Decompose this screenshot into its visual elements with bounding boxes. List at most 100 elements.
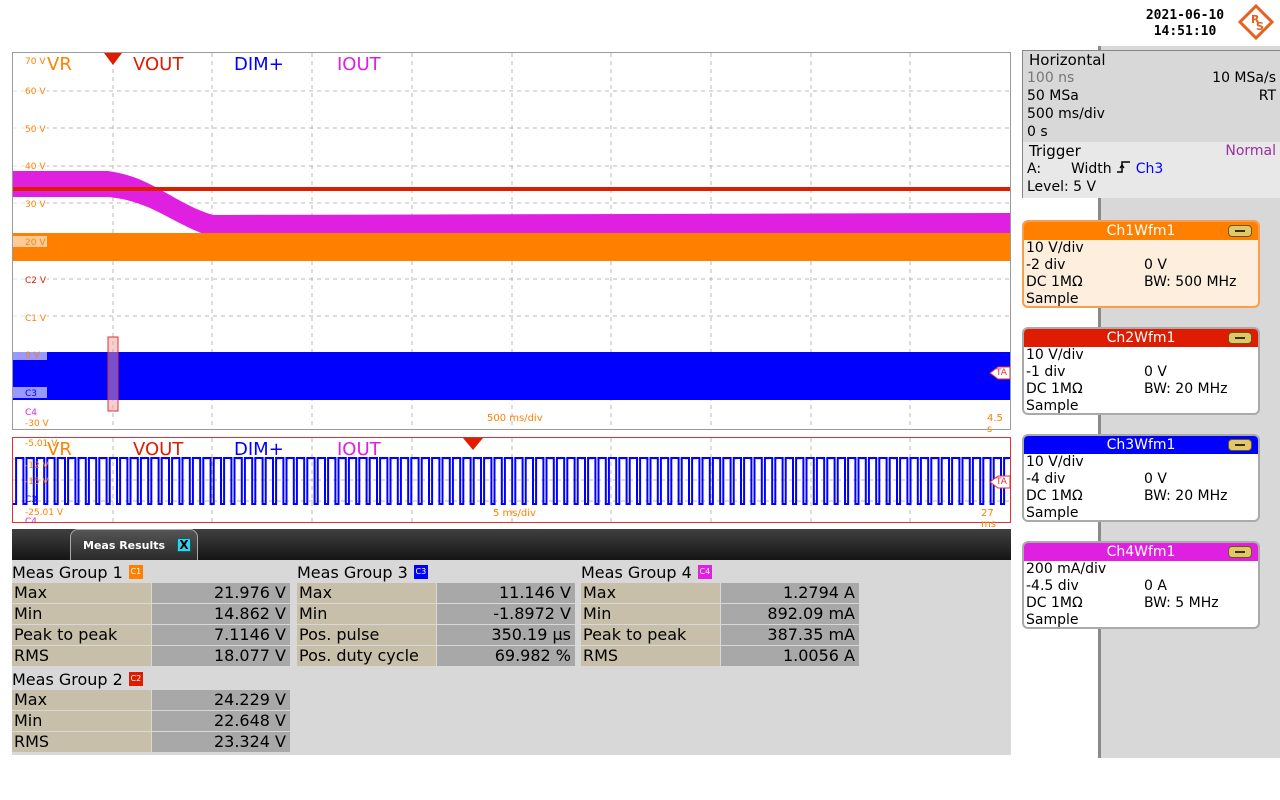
meas-name: Max — [12, 690, 152, 711]
trigger-type: Width — [1071, 161, 1112, 177]
channel-position: -1 div — [1026, 364, 1066, 380]
main-y-label: -30 V — [25, 419, 50, 429]
trigger-title: Trigger — [1029, 142, 1081, 160]
meas-name: Max — [12, 583, 152, 604]
timestamp: 2021-06-10 14:51:10 — [1130, 8, 1240, 40]
minimize-icon[interactable] — [1228, 332, 1252, 344]
channel-position: -4.5 div — [1026, 578, 1079, 594]
zoom-y-label: -15 V — [25, 477, 50, 487]
zoom-y-label: C4 — [25, 517, 37, 522]
channel-bandwidth: BW: 500 MHz — [1144, 274, 1237, 290]
channel-box-ch3[interactable]: Ch3Wfm1 10 V/div -4 div 0 V DC 1MΩ BW: 20 … — [1022, 434, 1260, 522]
channel-offset: 0 V — [1144, 257, 1167, 273]
channel-acquisition: Sample — [1026, 398, 1079, 414]
channel-acquisition: Sample — [1026, 612, 1079, 628]
channel-box-header[interactable]: Ch4Wfm1 — [1024, 543, 1258, 561]
zoom-ta-marker[interactable]: TA — [996, 477, 1007, 487]
main-y-label: C3 — [25, 389, 37, 399]
main-y-label: 50 V — [25, 125, 46, 135]
trigger-mode: Normal — [1225, 143, 1276, 159]
meas-results-tab[interactable]: Meas Results X — [70, 529, 198, 560]
main-end-time-label: 4.5 s — [987, 413, 1003, 435]
channel-bandwidth: BW: 20 MHz — [1144, 488, 1228, 504]
meas-value: 7.1146 V — [152, 625, 290, 646]
minimize-icon[interactable] — [1228, 225, 1252, 237]
trigger-line: A: — [1027, 161, 1042, 177]
channel-box-title: Ch3Wfm1 — [1106, 437, 1176, 453]
close-icon[interactable]: X — [177, 538, 191, 552]
main-y-label: C1 V — [25, 314, 47, 324]
meas-group-title: Meas Group 2 C2 — [12, 669, 290, 690]
channel-scale: 200 mA/div — [1026, 561, 1107, 577]
svg-text:R: R — [1251, 13, 1260, 26]
main-ta-marker[interactable]: TA — [996, 368, 1007, 378]
horizontal-mode: RT — [1258, 88, 1276, 104]
channel-box-header[interactable]: Ch1Wfm1 — [1024, 222, 1258, 240]
minimize-icon[interactable] — [1228, 439, 1252, 451]
minimize-icon[interactable] — [1228, 546, 1252, 558]
meas-value: 1.2794 A — [721, 583, 859, 604]
channel-badge-icon: C2 — [128, 671, 143, 686]
channel-badge-icon: C3 — [413, 564, 428, 579]
meas-value: 23.324 V — [152, 732, 290, 753]
channel-position: -4 div — [1026, 471, 1066, 487]
channel-box-header[interactable]: Ch2Wfm1 — [1024, 329, 1258, 347]
channel-coupling: DC 1MΩ — [1026, 488, 1083, 504]
zoom-y-label: -25.01 V — [25, 508, 64, 518]
trigger-position-marker[interactable] — [104, 53, 122, 65]
channel-offset: 0 V — [1144, 471, 1167, 487]
meas-name: Peak to peak — [581, 625, 721, 646]
channel-scale: 10 V/div — [1026, 454, 1084, 470]
meas-name: RMS — [12, 646, 152, 667]
meas-value: 350.19 µs — [437, 625, 575, 646]
meas-name: Peak to peak — [12, 625, 152, 646]
zoom-window-marker[interactable] — [107, 336, 119, 412]
trigger-source: Ch3 — [1135, 161, 1164, 177]
meas-value: 21.976 V — [152, 583, 290, 604]
timestamp-time: 14:51:10 — [1153, 24, 1217, 39]
width-trigger-icon — [1116, 160, 1132, 178]
timestamp-date: 2021-06-10 — [1145, 8, 1225, 23]
zoom-trigger-marker[interactable] — [463, 438, 483, 450]
main-y-label: 20 V — [25, 238, 46, 248]
horizontal-record-length: 50 MSa — [1027, 88, 1079, 104]
main-y-label: 30 V — [25, 200, 46, 210]
meas-group-title-text: Meas Group 2 — [12, 670, 123, 689]
channel-offset: 0 A — [1144, 578, 1167, 594]
ta-marker-shape[interactable] — [989, 366, 1010, 380]
channel-scale: 10 V/div — [1026, 240, 1084, 256]
zoom-ch4-label: IOUT — [337, 439, 381, 460]
channel-scale: 10 V/div — [1026, 347, 1084, 363]
meas-name: Pos. duty cycle — [297, 646, 437, 667]
horizontal-title: Horizontal — [1029, 51, 1106, 69]
zoom-ch3-label: DIM+ — [234, 439, 284, 460]
channel-coupling: DC 1MΩ — [1026, 381, 1083, 397]
zoom-y-label: -5.01 V — [25, 439, 58, 449]
main-y-label: C4 — [25, 408, 37, 418]
channel-box-header[interactable]: Ch3Wfm1 — [1024, 436, 1258, 454]
zoom-y-label: -12 V — [25, 461, 50, 471]
zoom-timebase-label: 5 ms/div — [493, 508, 536, 519]
ch3-waveform — [13, 352, 1010, 400]
